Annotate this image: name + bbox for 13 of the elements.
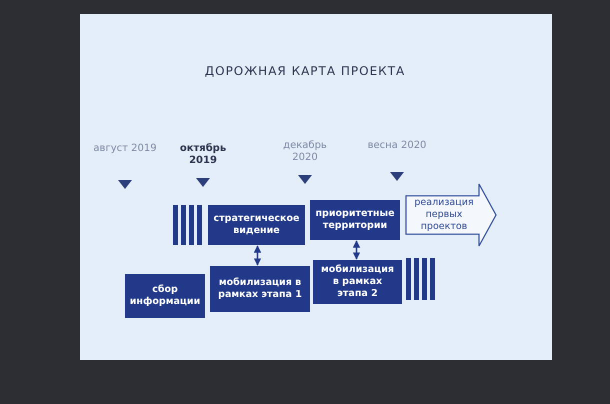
stage-box: приоритетные территории bbox=[310, 200, 400, 240]
date-label: август 2019 bbox=[92, 143, 158, 155]
stage-box: сбор информации bbox=[125, 274, 205, 318]
double-arrow bbox=[254, 245, 262, 266]
stage-box: мобилизация в рамках этапа 2 bbox=[313, 260, 402, 304]
arrow-shape: реализация первых проектов bbox=[405, 183, 497, 247]
date-label: декабрь 2020 bbox=[282, 140, 328, 164]
date-label: октябрь 2019 bbox=[178, 143, 228, 167]
date-label: весна 2020 bbox=[366, 140, 428, 152]
slide-title: ДОРОЖНАЯ КАРТА ПРОЕКТА bbox=[204, 64, 406, 78]
stage-box: стратегическое видение bbox=[208, 205, 305, 245]
stage-box: мобилизация в рамках этапа 1 bbox=[210, 266, 310, 312]
double-arrow bbox=[352, 240, 360, 260]
